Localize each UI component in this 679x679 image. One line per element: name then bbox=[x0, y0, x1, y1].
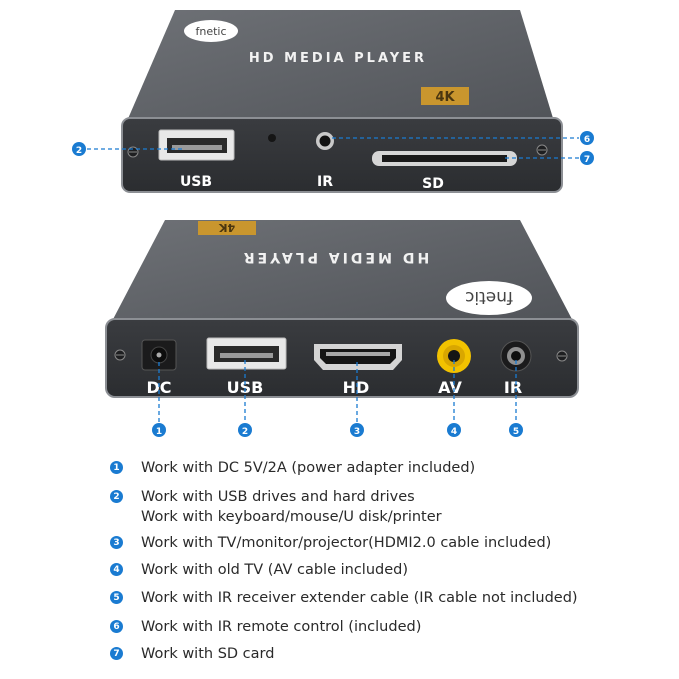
top-device: fnetic HD MEDIA PLAYER 4K USB IR SD bbox=[121, 10, 563, 193]
bottom-callout-1: 1 bbox=[152, 362, 166, 437]
bottom-callout-4: 4 bbox=[447, 360, 461, 437]
svg-text:6: 6 bbox=[584, 135, 590, 145]
svg-text:5: 5 bbox=[513, 427, 519, 437]
bottom-hdmi-port bbox=[314, 344, 402, 370]
legend-item-3: 3 Work with TV/monitor/projector(HDMI2.0… bbox=[110, 533, 551, 553]
bottom-dc-label: DC bbox=[146, 378, 171, 397]
bottom-device: 4K HD MEDIA PLAYER fnetic DC USB HD bbox=[105, 220, 579, 398]
top-ir-label: IR bbox=[317, 174, 333, 190]
top-device-title: HD MEDIA PLAYER bbox=[249, 51, 427, 66]
legend-number: 6 bbox=[110, 620, 123, 633]
legend-text: Work with IR receiver extender cable (IR… bbox=[141, 590, 578, 606]
legend-item-5: 5 Work with IR receiver extender cable (… bbox=[110, 588, 578, 608]
legend-item-4: 4 Work with old TV (AV cable included) bbox=[110, 560, 408, 580]
svg-text:2: 2 bbox=[76, 146, 82, 156]
bottom-ir-port bbox=[500, 340, 532, 372]
top-brand-badge bbox=[184, 20, 238, 42]
top-callout-6: 6 bbox=[332, 131, 594, 145]
svg-text:7: 7 bbox=[584, 155, 590, 165]
legend-number: 2 bbox=[110, 490, 123, 503]
devices-svg: fnetic HD MEDIA PLAYER 4K USB IR SD 2 bbox=[72, 10, 594, 437]
screw-icon bbox=[114, 349, 126, 361]
bottom-ir-label: IR bbox=[504, 378, 522, 397]
svg-text:2: 2 bbox=[242, 427, 248, 437]
top-sd-slot bbox=[372, 151, 517, 166]
svg-text:1: 1 bbox=[156, 427, 162, 437]
top-callout-2: 2 bbox=[72, 142, 185, 156]
screw-icon bbox=[556, 350, 568, 362]
top-4k-badge bbox=[421, 87, 469, 105]
top-callout-7: 7 bbox=[505, 151, 594, 165]
bottom-usb-label: USB bbox=[227, 378, 264, 397]
top-usb-label: USB bbox=[180, 174, 212, 190]
legend-text: Work with SD card bbox=[141, 646, 275, 662]
legend-number: 1 bbox=[110, 461, 123, 474]
top-sd-label: SD bbox=[422, 176, 444, 192]
bottom-brand-logo: fnetic bbox=[465, 287, 513, 307]
product-illustration: fnetic HD MEDIA PLAYER 4K USB IR SD 2 bbox=[72, 10, 594, 437]
legend-text: Work with IR remote control (included) bbox=[141, 619, 422, 635]
legend-number: 5 bbox=[110, 591, 123, 604]
screw-icon bbox=[536, 144, 548, 156]
top-usb-port bbox=[158, 129, 235, 161]
legend-text: Work with DC 5V/2A (power adapter includ… bbox=[141, 460, 476, 476]
bottom-callout-2: 2 bbox=[238, 360, 252, 437]
legend-item-1: 1 Work with DC 5V/2A (power adapter incl… bbox=[110, 458, 475, 478]
bottom-device-title: HD MEDIA PLAYER bbox=[241, 249, 429, 265]
svg-text:4: 4 bbox=[451, 427, 457, 437]
top-4k-label: 4K bbox=[435, 90, 455, 105]
legend-text: Work with old TV (AV cable included) bbox=[141, 562, 408, 578]
bottom-callout-3: 3 bbox=[350, 362, 364, 437]
top-led-hole bbox=[268, 134, 276, 142]
top-brand-logo: fnetic bbox=[195, 25, 226, 38]
legend-number: 3 bbox=[110, 536, 123, 549]
bottom-av-label: AV bbox=[438, 378, 462, 397]
top-ir-port bbox=[316, 132, 334, 150]
bottom-4k-badge bbox=[198, 221, 256, 235]
bottom-brand-badge bbox=[446, 281, 532, 315]
legend-item-6: 6 Work with IR remote control (included) bbox=[110, 617, 421, 637]
bottom-hd-label: HD bbox=[343, 378, 370, 397]
legend-item-7: 7 Work with SD card bbox=[110, 644, 274, 664]
legend-text: Work with TV/monitor/projector(HDMI2.0 c… bbox=[141, 535, 552, 551]
legend-number: 4 bbox=[110, 563, 123, 576]
legend-number: 7 bbox=[110, 647, 123, 660]
bottom-av-port bbox=[437, 339, 471, 373]
svg-text:3: 3 bbox=[354, 427, 360, 437]
bottom-4k-label: 4K bbox=[218, 221, 235, 234]
bottom-callout-5: 5 bbox=[509, 360, 523, 437]
bottom-usb-port bbox=[206, 337, 287, 370]
